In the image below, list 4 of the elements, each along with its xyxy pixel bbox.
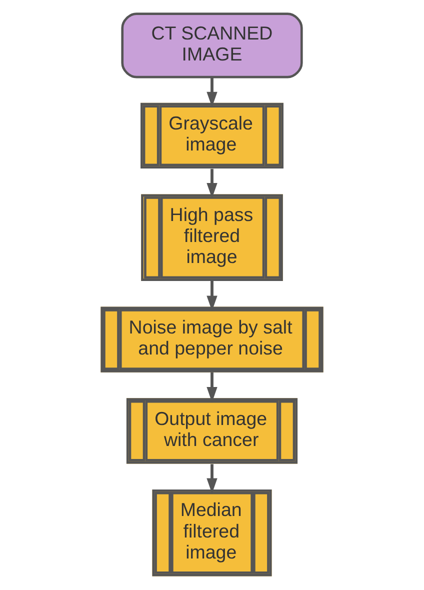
node-box: CT SCANNED IMAGE — [121, 12, 303, 78]
arrow — [206, 77, 218, 108]
arrow — [206, 168, 218, 198]
arrow — [206, 464, 218, 494]
